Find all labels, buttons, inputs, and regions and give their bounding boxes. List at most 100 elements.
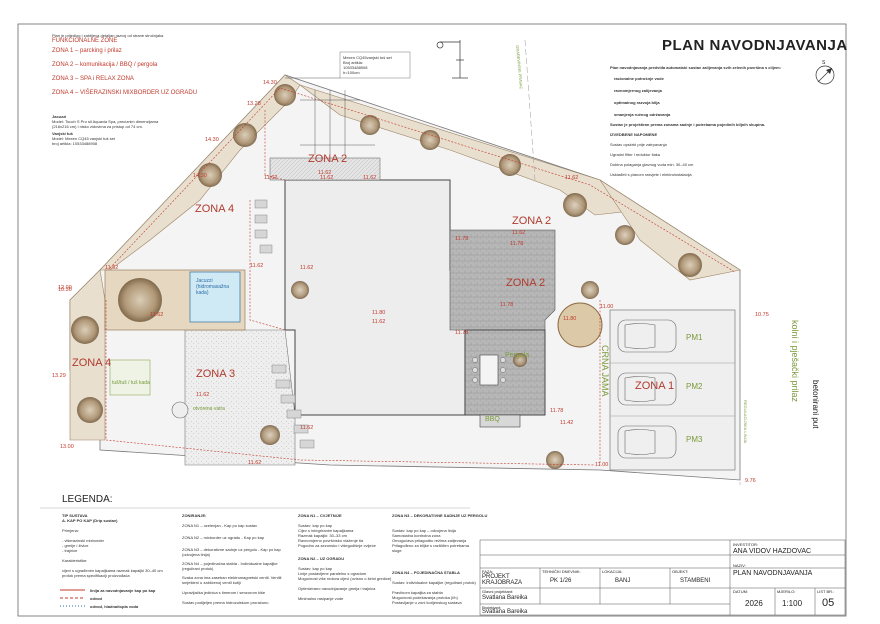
level-marker: 11.62 <box>150 312 164 318</box>
shower-heading: Vanjski tuš <box>52 131 73 136</box>
legend-key-drain: odvod <box>90 596 102 601</box>
legend-heading: LEGENDA: <box>62 494 113 505</box>
legend-col1-line: - trajnice <box>62 548 78 553</box>
label-regulation-line: REGULACIJSKA LINIJA <box>743 400 748 444</box>
label-zone2-right: ZONA 2 <box>512 215 552 227</box>
legend-col4-line: sluge <box>392 548 402 553</box>
label-jacuzzi: Jacuzzi (hidromasažna kada) <box>196 278 230 296</box>
level-marker: 11.80 <box>372 310 386 316</box>
legend-col4-line: Prilagođeno za biljke s različitim potre… <box>392 543 469 548</box>
legend-col4-line: Sustav: individualne kapaljke (reguliran… <box>392 580 476 585</box>
tb-tehn: PK 1/26 <box>550 578 572 584</box>
legend-col4-line: Postavljanje u zoni korijenskog sustava <box>392 600 462 605</box>
level-marker: 11.00 <box>595 462 609 468</box>
legend-col3-line: Optimizirano navodnjavanje grmlja i traj… <box>298 586 376 591</box>
label-pm3: PM3 <box>686 435 703 444</box>
description-lead: Plan navodnjavanja predviđa automatski s… <box>610 65 781 70</box>
level-marker: 11.62 <box>105 265 119 271</box>
label-fire: otvorena vatra <box>193 406 225 412</box>
tb-drew: Svatlana Bareika <box>482 609 528 615</box>
mixborder-south-west <box>69 269 106 441</box>
legend-col1-line: A. KAP PO KAP (Drip sustav) <box>62 518 118 523</box>
tb-scale-label: MJERILO: <box>777 589 796 594</box>
functional-zone-2: ZONA 2 – komunikacija / BBQ / pergola <box>52 62 158 68</box>
label-pergola: Pergola <box>505 352 530 359</box>
level-marker: 11.78 <box>455 236 469 242</box>
legend-col3-line: Mogućnost više redova cijevi (ovisno o š… <box>298 576 392 581</box>
legend-col4-line: Samostalna kontrolna zona <box>392 533 441 538</box>
label-road: betonirani put <box>811 380 820 429</box>
functional-zone-3: ZONA 3 – SPA i RELAX ZONA <box>52 76 134 82</box>
tb-author: Svatlana Bareika <box>482 595 528 601</box>
legend-col3-line: Razmak kapaljki: 30–33 cm <box>298 533 347 538</box>
note-3: Dubina polaganja glavnog voda min. 30–40… <box>610 162 694 167</box>
level-marker: 11.62 <box>300 425 314 431</box>
legend-col1-line: Karakteristike: <box>62 558 88 563</box>
legend-col4-title: ZONA N3 – DEKORATIVNE SADNJE UZ PERGOLU <box>392 513 488 518</box>
jacuzzi-spec-1: Model: Touch S Pro sil Aquavia Spa, prec… <box>52 119 159 124</box>
description-bullet-1: racionalne potrošnje vode <box>614 76 664 81</box>
functional-zone-1: ZONA 1 – parcking i prilaz <box>52 48 122 54</box>
level-marker: 13.29 <box>52 373 66 379</box>
tb-date: 2026 <box>745 599 763 608</box>
description-bullet-4: smanjenja ručnog održavanja <box>614 112 671 117</box>
level-marker: 10.75 <box>755 312 769 318</box>
intro-line: Plan je prijedlog i zahtijeva detaljan r… <box>52 33 164 38</box>
parking-area <box>609 309 736 471</box>
house-footprint <box>284 179 466 416</box>
legend-col3-line: Cijev s integriranim kapaljkama <box>298 528 354 533</box>
shower-callout-3: 10533488908 <box>343 65 368 70</box>
jacuzzi-tub <box>189 271 241 323</box>
legend-col2-line: ZONA N3 – dekorativne sadnje uz pergolu … <box>182 547 281 557</box>
label-bbq: BBQ <box>485 416 500 423</box>
level-marker: 9.76 <box>745 478 756 484</box>
page-title: PLAN NAVODNJAVANJA <box>662 37 848 54</box>
legend-col2-title: ZONIRANJE: <box>182 513 207 518</box>
level-marker: 14.30 <box>263 80 277 86</box>
jacuzzi-heading: Jacuzzi <box>52 114 67 119</box>
legend-key-water: odvod, hladna/topla voda <box>90 604 139 609</box>
legend-col3-line: ZONA N2 – UZ OGRADU <box>298 556 345 561</box>
car-outlines <box>617 319 677 459</box>
level-marker: 11.00 <box>600 304 614 310</box>
label-shower-corner: tuš/tuš / tuš kada <box>112 380 150 386</box>
legend-col4-line: ZONA N4 – POJEDINAČNA STABLA <box>392 570 460 575</box>
shower-spec-2: broj artikla: 10533488908 <box>52 141 98 146</box>
description-bullet-3: optimalnog razvoja bilja <box>614 100 660 105</box>
north-label: S <box>822 60 826 66</box>
level-marker: 11.78 <box>455 330 469 336</box>
level-marker: 11.80 <box>563 316 577 322</box>
legend-col1-line: Primjena: <box>62 528 79 533</box>
functional-zones-heading: FUNKCIONALNE ZONE <box>52 38 118 44</box>
tb-sheet: 05 <box>822 597 835 609</box>
level-marker: 11.62 <box>196 392 210 398</box>
legend-col2-line: Upravljačka jedinica s timerom i senzoro… <box>182 590 266 595</box>
level-marker: 11.62 <box>300 265 314 271</box>
tb-obj: STAMBENI <box>680 578 711 584</box>
legend-col3-title: ZONA N1 – CVJETNIJE <box>298 513 342 518</box>
level-marker: 11.78 <box>510 241 524 247</box>
fire-pit <box>171 401 189 419</box>
legend-col3-line: Minimalno rasipanje vode <box>298 596 344 601</box>
dimension-lines <box>285 77 375 155</box>
legend-col2-line: ZONA N4 – pojedinačna stabla - Individua… <box>182 561 278 571</box>
level-marker: 14.30 <box>205 137 219 143</box>
note-4: Usklađeti s planom rasvjete i elektroins… <box>610 172 692 177</box>
tb-author-label: Glavni projektant: <box>482 589 514 594</box>
tb-investor-label: INVESTITOR: <box>733 542 759 547</box>
pergola-area <box>464 329 546 416</box>
level-marker: 11.78 <box>550 408 564 414</box>
legend-col1-title: TIP SUSTAVA <box>62 513 88 518</box>
legend-col3-line: Ravnomjerno površinsko vlaženje tla <box>298 538 364 543</box>
legend-col2-line: ZONA N2 – mixborder uz ogradu - Kap po k… <box>182 535 265 540</box>
legend-col4-line: Mogućnost podešavanja protoka (l/h) <box>392 595 458 600</box>
tb-faza: PROJEKT KRAJOBRAZA <box>482 574 523 586</box>
north-arrow <box>815 65 835 85</box>
legend-col1-line: - višerazinski mixborder <box>62 538 105 543</box>
label-pm2: PM2 <box>686 382 703 391</box>
tb-faza-label: FAZA: <box>482 569 494 574</box>
shower-corner <box>109 359 151 396</box>
tb-investor: ANA VIDOV HAZDOVAC <box>733 548 812 555</box>
level-marker: 10.30 <box>58 287 72 293</box>
